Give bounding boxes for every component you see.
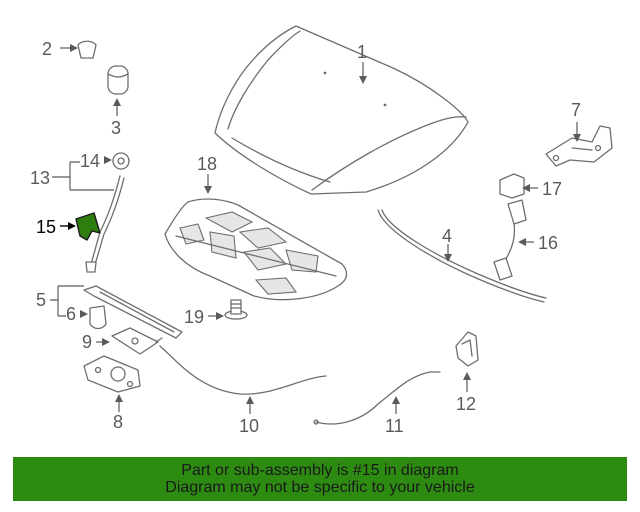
weatherstrip-part-4[interactable] — [377, 209, 547, 303]
release-handle-part-12[interactable] — [455, 331, 479, 367]
label-part-12: 12 — [456, 394, 476, 414]
stopper-part-3[interactable] — [107, 65, 129, 95]
callout-8 — [115, 394, 123, 412]
banner-line-part-number: Part or sub-assembly is #15 in diagram — [181, 462, 459, 479]
hood-bumper-part-19[interactable] — [224, 299, 248, 320]
label-part-19: 19 — [184, 307, 204, 327]
release-bracket-part-5[interactable] — [83, 285, 183, 339]
switch-part-17[interactable] — [499, 173, 525, 199]
label-part-14: 14 — [80, 151, 100, 171]
label-part-7: 7 — [571, 100, 581, 120]
callout-9 — [96, 338, 110, 346]
label-part-16: 16 — [538, 233, 558, 253]
callout-14 — [104, 156, 112, 164]
latch-plate-part-9[interactable] — [111, 327, 159, 355]
label-part-17: 17 — [542, 179, 562, 199]
callout-2 — [60, 44, 78, 52]
callout-17 — [522, 184, 538, 192]
hinge-part-7[interactable] — [545, 125, 613, 167]
label-part-10: 10 — [239, 416, 259, 436]
diagram-note-banner: Part or sub-assembly is #15 in diagram D… — [13, 457, 627, 501]
plug-part-2[interactable] — [77, 40, 97, 59]
callout-18 — [204, 174, 212, 194]
callout-4 — [444, 244, 452, 262]
callout-10 — [246, 396, 254, 414]
label-part-4: 4 — [442, 226, 452, 246]
label-part-2: 2 — [42, 39, 52, 59]
callout-5 — [50, 285, 84, 317]
hood-latch-part-8[interactable] — [83, 355, 141, 393]
callout-1 — [359, 62, 367, 84]
callout-6 — [80, 310, 88, 318]
clip-part-15[interactable] — [75, 212, 101, 241]
callout-3 — [113, 98, 121, 116]
label-part-15: 15 — [36, 217, 56, 237]
callout-15 — [60, 222, 76, 230]
callout-12 — [463, 372, 471, 392]
banner-line-disclaimer: Diagram may not be specific to your vehi… — [165, 479, 475, 496]
callout-13 — [52, 161, 114, 191]
label-part-5: 5 — [36, 290, 46, 310]
harness-part-16[interactable] — [493, 199, 527, 281]
clip-part-6[interactable] — [89, 305, 107, 330]
label-part-6: 6 — [66, 304, 76, 324]
callout-19 — [208, 312, 224, 320]
label-part-9: 9 — [82, 332, 92, 352]
parts-diagram: 1 2 3 4 5 6 7 8 9 10 11 12 13 14 15 16 1… — [30, 25, 613, 436]
hood-part-1[interactable] — [214, 25, 469, 195]
hood-insulator-part-18[interactable] — [164, 198, 348, 301]
callout-11 — [392, 396, 400, 414]
release-cable-part-10[interactable] — [155, 337, 327, 395]
release-cable-part-11[interactable] — [313, 371, 441, 425]
callout-7 — [573, 122, 581, 142]
callout-16 — [518, 238, 534, 246]
label-part-8: 8 — [113, 412, 123, 432]
label-part-3: 3 — [111, 118, 121, 138]
label-part-13: 13 — [30, 168, 50, 188]
label-part-11: 11 — [385, 416, 404, 436]
grommet-part-14[interactable] — [112, 152, 130, 170]
label-part-18: 18 — [197, 154, 217, 174]
label-part-1: 1 — [357, 42, 367, 62]
